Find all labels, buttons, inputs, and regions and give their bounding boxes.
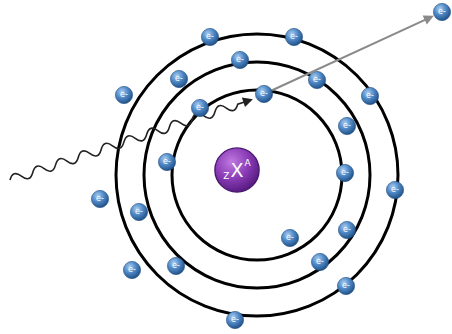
electron: e- [167,257,185,275]
ejection-line [272,19,426,90]
electron-fill [130,203,147,220]
electron: e- [226,311,244,329]
electron-fill [285,28,302,45]
electron: e- [170,70,188,88]
electron-label: e- [163,158,171,166]
arrow-head [423,15,434,24]
electron-fill [361,87,378,104]
electron-label: e- [128,266,136,274]
electron: e- [191,99,209,117]
nucleus-fill [215,148,259,192]
electron: e- [338,117,356,135]
electron: e- [338,221,356,239]
electron-label: e- [366,92,374,100]
electron: e- [115,86,133,104]
electron-label: e- [196,104,204,112]
electron: e- [231,51,249,69]
electron: e- [433,3,451,21]
electron-fill [158,153,175,170]
electron-label: e- [341,169,349,177]
electron-label: e- [438,8,446,16]
electron: e- [386,181,404,199]
electron: e- [361,87,379,105]
electron-fill [308,71,325,88]
electron-fill [123,261,140,278]
ejection-arrow [272,15,434,90]
electron-fill [191,99,208,116]
electron-label: e- [290,33,298,41]
electron-label: e- [206,33,214,41]
electron: e- [311,253,329,271]
electron-fill [201,28,218,45]
electron-fill [115,86,132,103]
electron-label: e- [286,234,294,242]
electron-fill [226,311,243,328]
electron: e- [91,190,109,208]
electron-fill [231,51,248,68]
electron: e- [158,153,176,171]
electron-label: e- [391,186,399,194]
electron-fill [91,190,108,207]
electron-fill [338,221,355,238]
electron: e- [281,229,299,247]
electron-fill [337,277,354,294]
outer-shell [116,34,398,316]
electron-fill [433,3,450,20]
electron-fill [336,164,353,181]
electron-label: e- [260,90,268,98]
electron-label: e- [343,226,351,234]
electron-fill [281,229,298,246]
electron: e- [308,71,326,89]
atomic-number: Z [223,172,229,181]
electron: e- [201,28,219,46]
electron-fill [255,85,272,102]
electron-label: e- [231,316,239,324]
electron-label: e- [342,282,350,290]
middle-shell [144,62,370,288]
electron-fill [311,253,328,270]
electron: e- [123,261,141,279]
nucleus: ZXA [214,147,260,193]
electron-label: e- [120,91,128,99]
photon-arrowhead [242,94,255,107]
electron-label: e- [313,76,321,84]
electron: e- [337,277,355,295]
electron-label: e- [172,262,180,270]
photon-wave-line [9,97,247,184]
inner-shell [172,90,342,260]
electron: e- [336,164,354,182]
mass-number: A [245,159,251,168]
electron-fill [170,70,187,87]
electron-fill [338,117,355,134]
electron-label: e- [96,195,104,203]
electron-fill [386,181,403,198]
electron: e- [255,85,273,103]
electron-label: e- [343,122,351,130]
electron: e- [285,28,303,46]
electron: e- [130,203,148,221]
electron-label: e- [175,75,183,83]
electron-label: e- [135,208,143,216]
electron-label: e- [236,56,244,64]
electron-label: e- [316,258,324,266]
element-symbol: X [230,161,243,180]
electron-fill [167,257,184,274]
